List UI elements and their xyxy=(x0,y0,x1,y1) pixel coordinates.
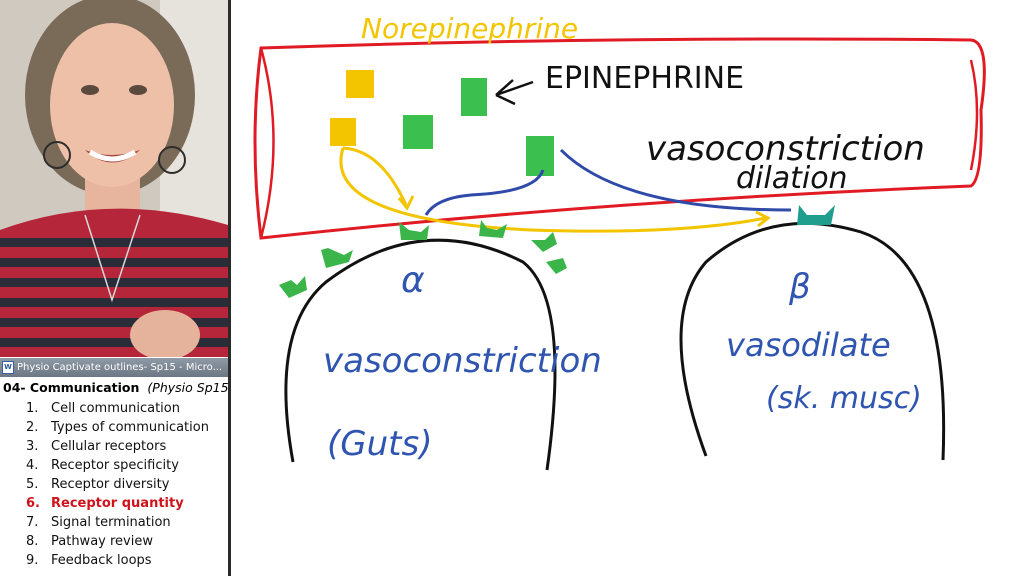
arrow-head xyxy=(755,210,771,228)
outline-item[interactable]: 1. Cell communication xyxy=(0,399,228,418)
webcam-video xyxy=(0,0,228,357)
outline-item-label: Cellular receptors xyxy=(51,439,167,454)
arrow-head xyxy=(397,195,415,211)
epinephrine-pointer-arrow xyxy=(495,79,534,106)
outline-item-label: Receptor quantity xyxy=(51,496,184,511)
norepinephrine-beta-arrow xyxy=(339,147,767,233)
outline-item[interactable]: 5. Receptor diversity xyxy=(0,475,228,494)
beta-symbol: β xyxy=(788,267,811,307)
outline-item-number: 6. xyxy=(26,496,40,511)
epinephrine-label: EPINEPHRINE xyxy=(545,61,744,96)
norepinephrine-label: Norepinephrine xyxy=(361,12,578,45)
outline-item-label: Feedback loops xyxy=(51,553,152,568)
outline-item[interactable]: 4. Receptor specificity xyxy=(0,456,228,475)
outline-item[interactable]: 2. Types of communication xyxy=(0,418,228,437)
vessel-end-curve-right xyxy=(969,59,979,171)
epinephrine-alpha-arrow xyxy=(424,169,545,216)
outline-item[interactable]: 9. Feedback loops xyxy=(0,551,228,570)
outline-item-label: Receptor specificity xyxy=(51,458,179,473)
outline-item-label: Pathway review xyxy=(51,534,153,549)
outline-item-number: 7. xyxy=(26,515,39,530)
presenter-video-frame xyxy=(0,0,228,357)
alpha-cell-membrane xyxy=(284,238,557,471)
beta-effect-label: vasodilate xyxy=(726,326,891,364)
outline-item[interactable]: 3. Cellular receptors xyxy=(0,437,228,456)
whiteboard-drawing: Norepinephrine EPINEPHRINE vasoconstrict… xyxy=(253,12,986,471)
outline-item-number: 9. xyxy=(26,553,39,568)
beta-cell-membrane xyxy=(679,221,946,461)
outline-heading: 04- Communication (Physio Sp15) xyxy=(3,380,233,395)
dilation-label: dilation xyxy=(736,161,848,196)
outline-item-number: 2. xyxy=(26,420,39,435)
outline-item[interactable]: 7. Signal termination xyxy=(0,513,228,532)
alpha-effect-label: vasoconstriction xyxy=(323,341,602,381)
beta-receptor xyxy=(797,205,835,225)
outline-item[interactable]: 8. Pathway review xyxy=(0,532,228,551)
window-title: Physio Captivate outlines- Sp15 - Micro.… xyxy=(17,362,223,373)
alpha-receptors xyxy=(279,220,567,298)
outline-item-number: 5. xyxy=(26,477,39,492)
outline-item-label: Types of communication xyxy=(51,420,209,435)
whiteboard: Norepinephrine EPINEPHRINE vasoconstrict… xyxy=(231,0,1024,576)
epinephrine-molecule xyxy=(526,136,554,176)
outline-item-number: 1. xyxy=(26,401,39,416)
epinephrine-molecule xyxy=(461,78,487,116)
outline-item-label: Receptor diversity xyxy=(51,477,170,492)
norepinephrine-molecule xyxy=(330,118,356,146)
lesson-outline: 04- Communication (Physio Sp15) 1. Cell co… xyxy=(0,378,233,576)
outline-item-label: Cell communication xyxy=(51,401,180,416)
outline-item-label: Signal termination xyxy=(51,515,171,530)
beta-tissue-label: (sk. musc) xyxy=(766,381,922,416)
norepinephrine-molecule xyxy=(346,70,374,98)
epinephrine-molecule xyxy=(403,115,433,149)
outline-item-number: 4. xyxy=(26,458,39,473)
word-document-icon: W xyxy=(2,361,14,374)
alpha-tissue-label: (Guts) xyxy=(327,424,432,464)
vasoconstriction-top-label: vasoconstriction xyxy=(646,129,925,169)
panel-divider xyxy=(228,0,231,576)
outline-item[interactable]: 6. Receptor quantity xyxy=(0,494,228,513)
outline-heading-main: 04- Communication xyxy=(3,380,140,395)
norepinephrine-binding-arrow xyxy=(342,146,408,206)
outline-item-number: 8. xyxy=(26,534,39,549)
outline-heading-sub: (Physio Sp15) xyxy=(147,380,234,395)
outline-item-number: 3. xyxy=(26,439,39,454)
epinephrine-beta-arrow xyxy=(559,148,792,212)
vessel-end-curve xyxy=(259,47,275,239)
alpha-symbol: α xyxy=(401,260,425,301)
